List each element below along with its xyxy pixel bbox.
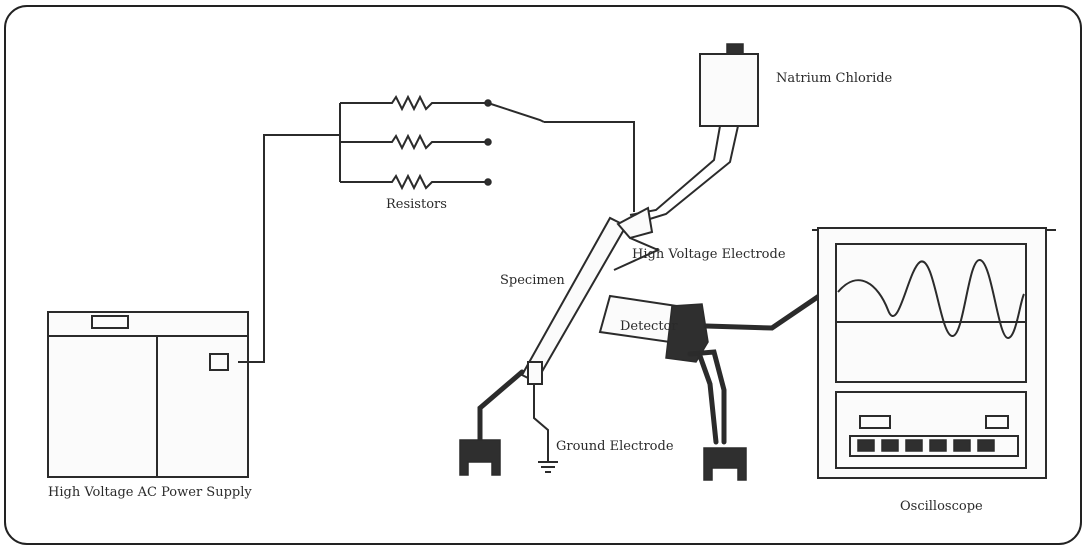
high-voltage-electrode <box>613 206 661 271</box>
power-supply <box>47 311 249 478</box>
resistors-label: Resistors <box>386 197 447 212</box>
supply-to-resistor-wire <box>238 134 340 363</box>
resistor-bank <box>339 94 492 191</box>
specimen-label: Specimen <box>500 273 565 288</box>
oscilloscope-buttons <box>857 439 995 452</box>
natrium-chloride-label: Natrium Chloride <box>776 71 893 86</box>
oscilloscope-waveform <box>837 259 1025 340</box>
natrium-chloride-container <box>629 43 759 223</box>
detector <box>598 291 825 481</box>
ground-electrode-label: Ground Electrode <box>556 439 674 454</box>
detector-label: Detector <box>620 319 678 334</box>
high-voltage-electrode-label: High Voltage Electrode <box>632 247 786 262</box>
diagram-frame <box>4 5 1082 545</box>
switch-to-electrode-wire <box>544 121 635 212</box>
ground-stand <box>459 361 558 476</box>
selector-switch <box>487 102 545 123</box>
power-supply-label: High Voltage AC Power Supply <box>48 485 252 500</box>
oscilloscope-label: Oscilloscope <box>900 499 983 514</box>
oscilloscope <box>812 227 1056 479</box>
